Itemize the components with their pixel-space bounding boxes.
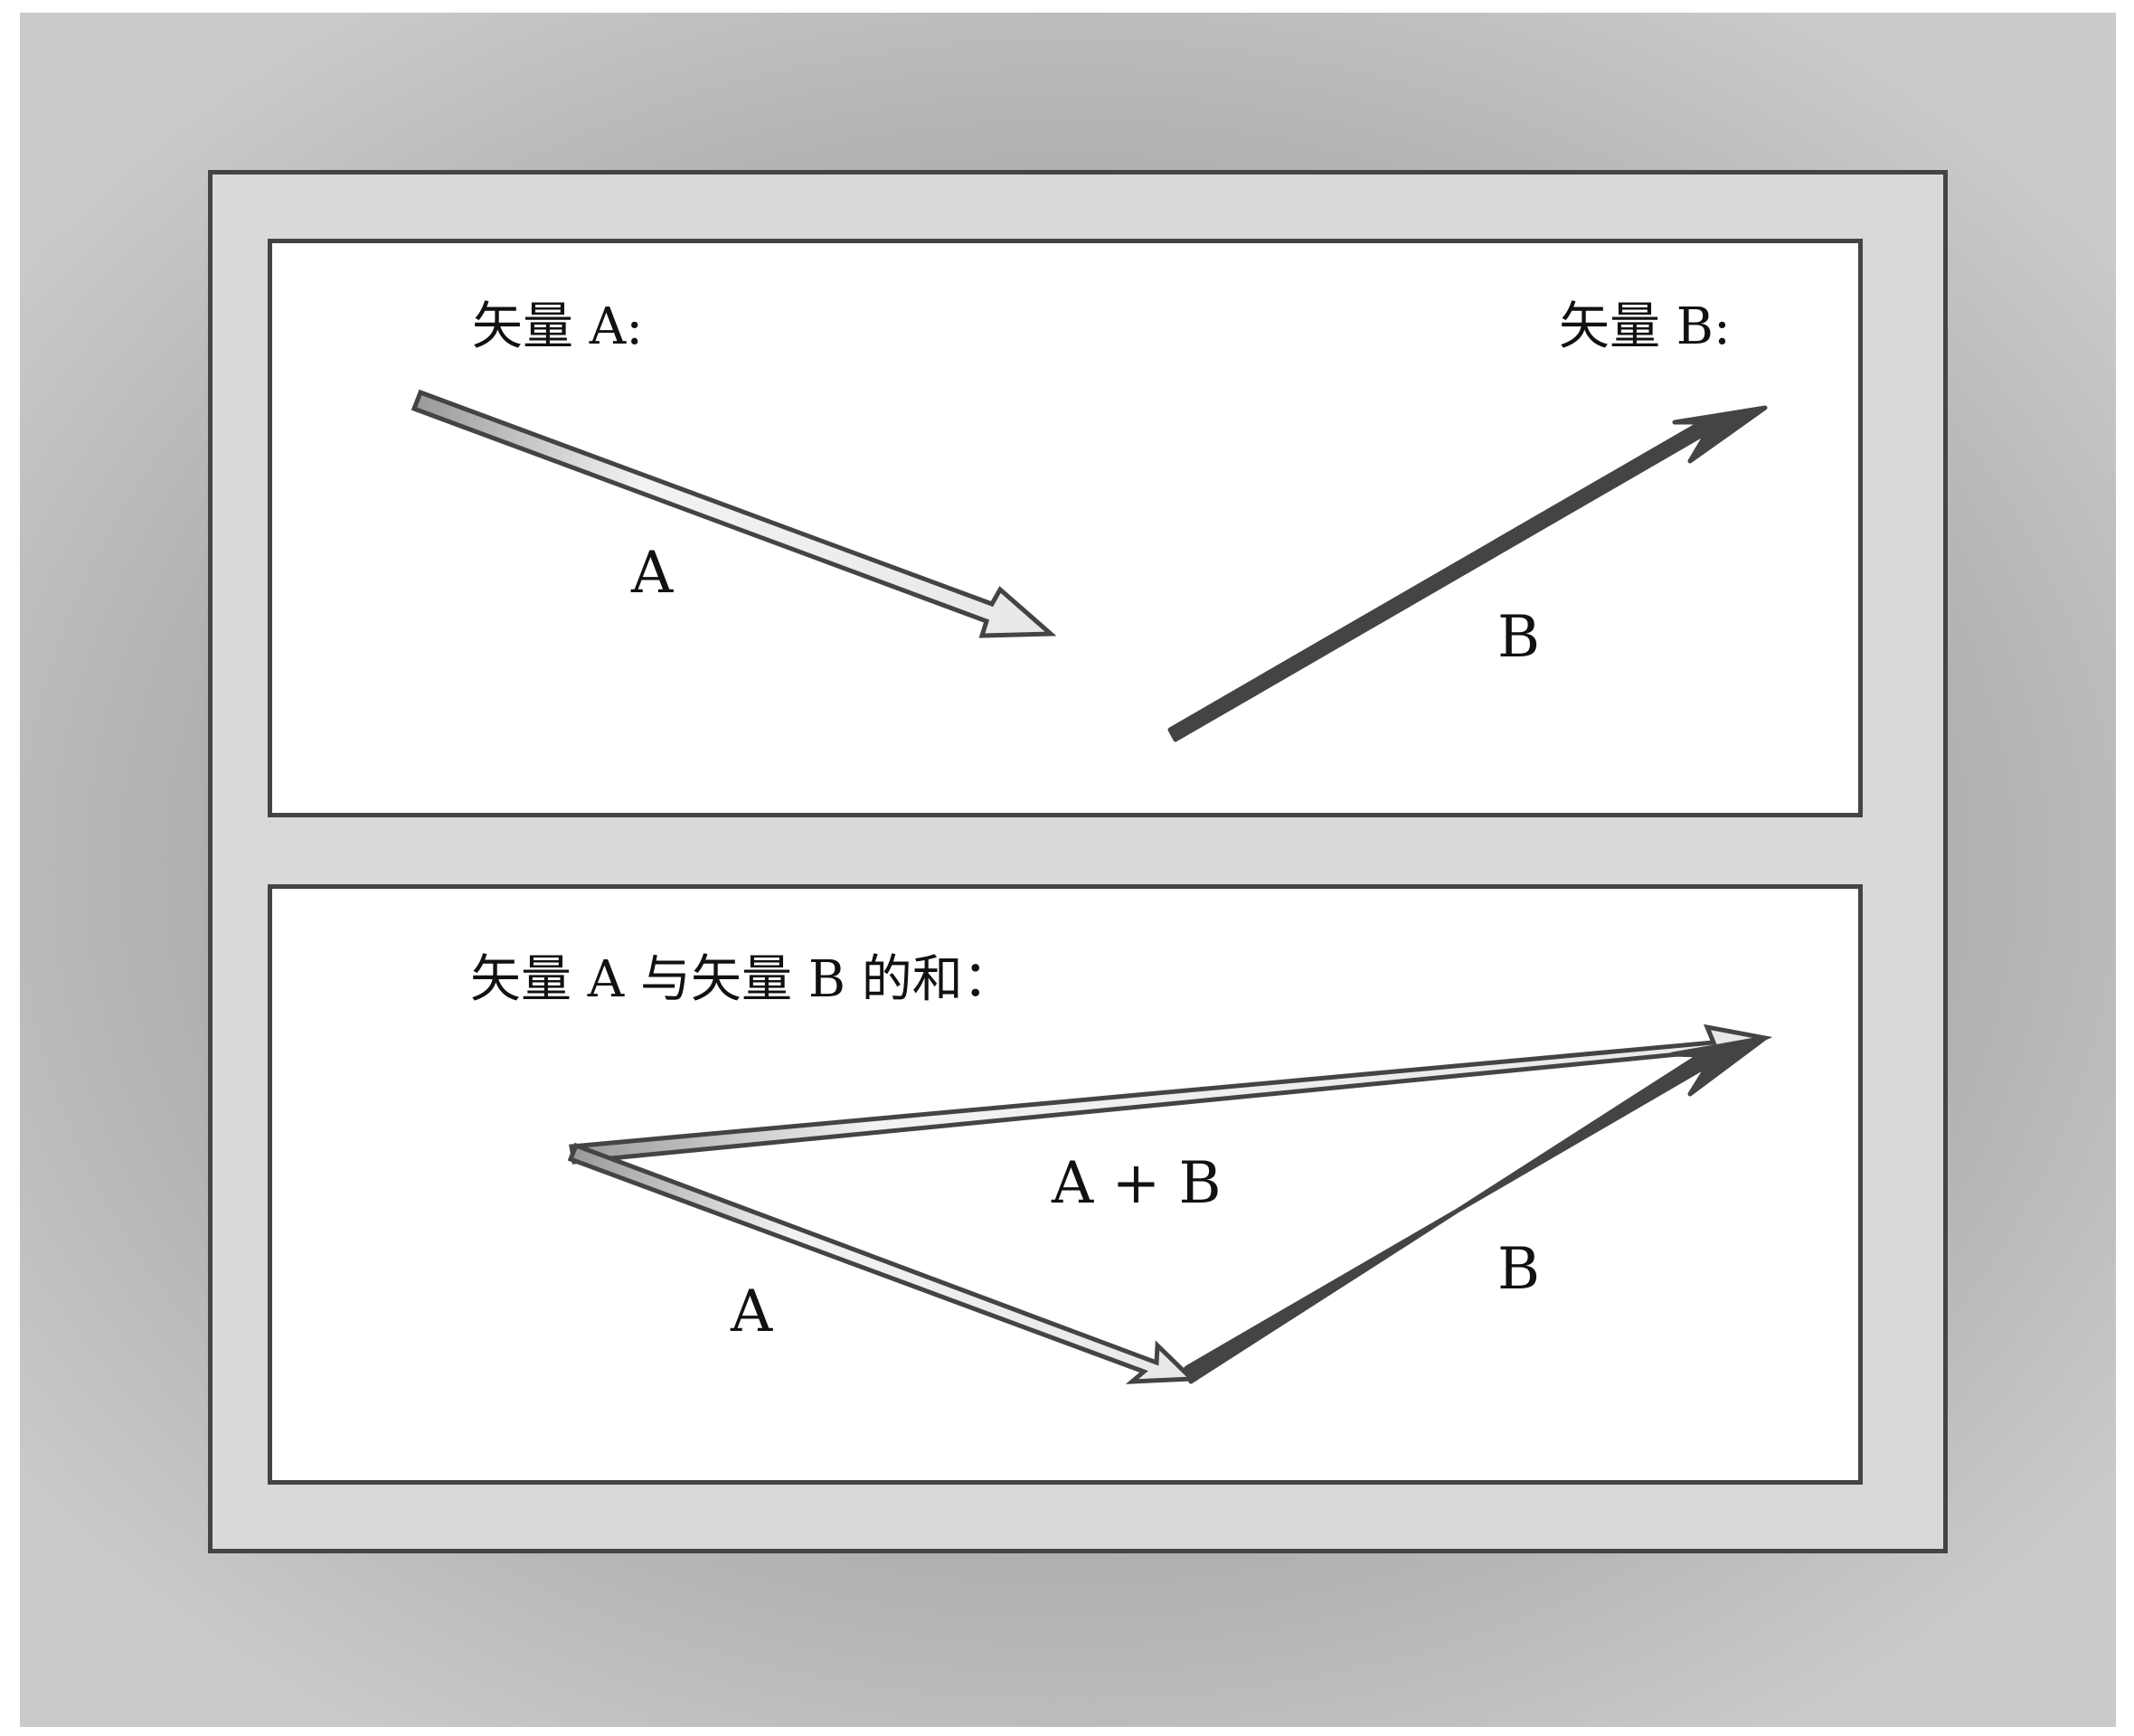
vector-b-title: 矢量 B: [1559,297,1731,356]
sum-label: A + B [1051,1150,1222,1217]
vector-a-title: 矢量 A: [472,297,643,356]
vector-b-sum-shape [1184,1035,1768,1384]
vector-b-shape [1167,405,1768,742]
bottom-panel [268,884,1863,1485]
vector-a-sum-shape [567,1142,1197,1384]
vector-a-shape [411,389,1057,638]
vector-a-label: A [630,540,674,607]
sum-title: 矢量 A 与矢量 B 的和： [470,950,1014,1009]
vector-b-label: B [1497,604,1540,671]
vector-b-sum-label: B [1497,1236,1540,1303]
top-panel [268,239,1863,817]
vector-a-sum-label: A [730,1278,773,1345]
vector-sum-shape [569,1024,1773,1165]
